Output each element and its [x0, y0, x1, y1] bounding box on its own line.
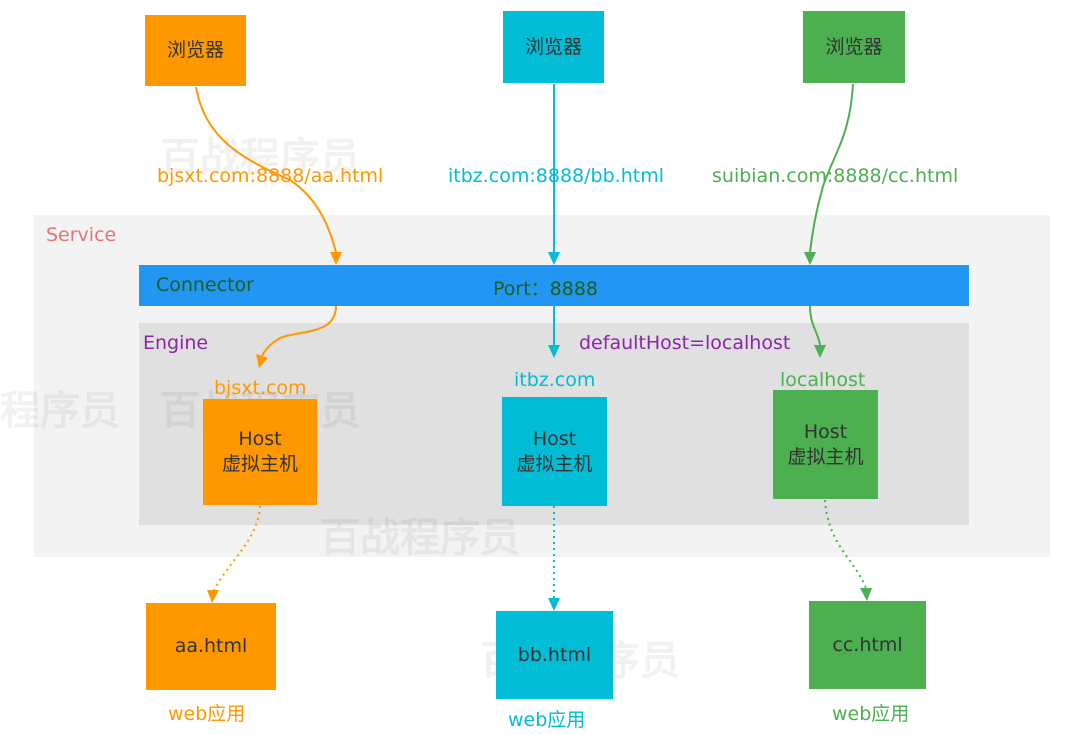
watermark: 百战程序员 — [0, 388, 120, 434]
watermark: 百战程序员 — [320, 515, 520, 561]
arrowhead-orange — [330, 252, 342, 265]
arrowhead-orange — [207, 590, 219, 603]
host-name: itbz.com — [514, 369, 596, 391]
web-app-box: cc.html — [809, 601, 926, 689]
web-app-caption: web应用 — [832, 703, 910, 725]
host-subtitle: 虚拟主机 — [787, 445, 864, 468]
request-url: bjsxt.com:8888/aa.html — [157, 165, 384, 187]
host-title: Host — [238, 428, 282, 451]
arrowhead-cyan — [548, 345, 560, 358]
host-box: Host 虚拟主机 — [203, 399, 317, 505]
request-url: suibian.com:8888/cc.html — [712, 165, 959, 187]
host-box: Host 虚拟主机 — [773, 390, 878, 499]
browser-box: 浏览器 — [145, 15, 246, 86]
request-path-green — [809, 83, 854, 253]
arrowhead-cyan — [548, 598, 560, 611]
request-path-orange — [195, 86, 337, 253]
deploy-path-orange — [213, 505, 261, 591]
browser-label: 浏览器 — [825, 35, 883, 58]
arrowhead-green — [860, 588, 872, 601]
browser-label: 浏览器 — [524, 35, 582, 58]
host-subtitle: 虚拟主机 — [221, 453, 298, 475]
host-box: Host 虚拟主机 — [502, 397, 607, 506]
request-url: itbz.com:8888/bb.html — [448, 165, 664, 187]
web-app-file: aa.html — [174, 635, 248, 658]
web-app-caption: web应用 — [508, 709, 586, 731]
web-app-caption: web应用 — [168, 703, 246, 725]
engine-label: Engine — [143, 332, 209, 354]
port-label: Port：8888 — [493, 278, 599, 300]
arrowhead-green — [804, 252, 816, 265]
watermark: 百战程序员 — [160, 135, 360, 181]
host-title: Host — [532, 427, 577, 450]
host-title: Host — [803, 420, 848, 443]
browser-label: 浏览器 — [166, 39, 224, 62]
web-app-box: bb.html — [496, 611, 613, 699]
host-name: bjsxt.com — [214, 377, 307, 399]
host-name: localhost — [780, 369, 866, 391]
browser-box: 浏览器 — [503, 11, 604, 83]
browser-box: 浏览器 — [803, 11, 905, 83]
default-host-label: defaultHost=localhost — [579, 332, 791, 354]
connector-bar: Connector Port：8888 — [139, 265, 969, 306]
web-app-box: aa.html — [146, 603, 276, 690]
service-label: Service — [46, 224, 117, 246]
web-app-file: cc.html — [832, 633, 903, 656]
arrowhead-green — [814, 345, 826, 358]
host-subtitle: 虚拟主机 — [516, 452, 593, 475]
connector-label: Connector — [156, 274, 254, 296]
arrowhead-orange — [256, 354, 268, 368]
route-path-orange — [261, 305, 337, 357]
deploy-path-green — [824, 499, 867, 589]
arrowhead-cyan — [548, 252, 560, 265]
web-app-file: bb.html — [517, 643, 592, 666]
route-path-green — [809, 305, 821, 346]
